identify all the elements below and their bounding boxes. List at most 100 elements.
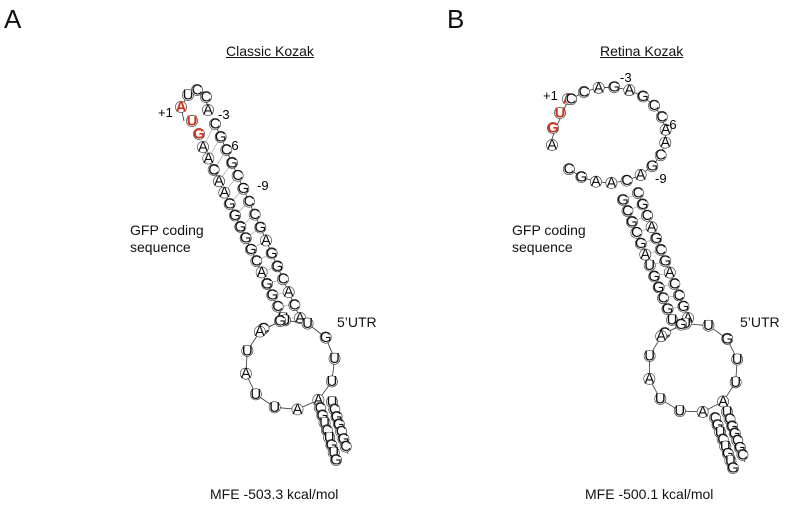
a-top-loop-base: U	[183, 87, 194, 104]
b-stem-left-base-ring	[652, 281, 665, 294]
b-loop-base: A	[644, 370, 654, 387]
a-stem-left-base-ring	[261, 277, 273, 290]
b-stem-left-base-ring	[617, 194, 629, 206]
a-loop-base-ring	[328, 352, 341, 365]
a-top-loop-base: C	[192, 82, 203, 99]
a-loop-base: G	[274, 313, 286, 330]
b-bulge-base: C	[621, 172, 632, 189]
a-start-codon-a-ring	[175, 101, 187, 113]
panel-a-letter: A	[4, 4, 22, 34]
a-pos-minus9: -9	[257, 178, 269, 193]
a-stem-right-base-ring	[282, 286, 295, 299]
b-loop-base-ring	[702, 319, 715, 332]
a-stem-right-base: G	[226, 154, 238, 171]
b-loop-base-ring	[675, 318, 687, 331]
a-stem-left-base: G	[240, 230, 252, 247]
b-bulge-base-ring	[620, 174, 633, 187]
b-stem-left-base-ring	[621, 205, 634, 217]
a-stem-right-base: A	[261, 232, 271, 249]
a-stem-right-base-ring	[254, 221, 267, 234]
b-stem-right-base: A	[665, 264, 675, 281]
b-bulge-base: C	[578, 83, 589, 100]
b-bulge-base-ring	[646, 160, 659, 173]
a-tail-base: C	[329, 401, 340, 418]
a-tail-base-ring	[339, 440, 352, 453]
a-loop-base-ring	[319, 331, 332, 344]
b-stem-right-base: A	[683, 310, 693, 327]
a-top-loop-base-ring	[202, 104, 214, 116]
b-loop-base-ring	[643, 372, 656, 385]
b-bulge-base-ring	[637, 90, 649, 103]
b-tail-base: U	[725, 452, 736, 469]
a-loop-base: G	[320, 329, 332, 346]
a-stem-left-base: G	[224, 196, 236, 213]
b-tail-base: G	[712, 417, 724, 434]
a-tail-base: U	[328, 444, 339, 461]
b-bulge-base-ring	[608, 81, 621, 94]
b-tail-base: C	[732, 432, 743, 449]
b-stem-left-base: U	[644, 257, 655, 274]
b-loop-base: G	[675, 316, 687, 333]
a-stem-left-base-ring	[271, 300, 284, 313]
a-loop-base: U	[302, 315, 313, 332]
b-bulge-base-ring	[648, 99, 660, 112]
a-stem-left-base-ring	[239, 232, 252, 245]
b-stem-right-base-ring	[650, 232, 663, 245]
a-top-loop-base: C	[201, 89, 212, 106]
b-loop-base-ring	[643, 350, 656, 362]
b-bulge-base: C	[649, 97, 660, 114]
b-stem-left-base: G	[626, 213, 638, 230]
a-stem-right-base-ring	[214, 131, 227, 143]
a-tail-base: U	[324, 429, 335, 446]
a-tail-base: G	[330, 452, 342, 469]
a-stem-right-base: C	[289, 297, 300, 314]
a-stem-right-base: G	[271, 258, 283, 275]
b-loop-base-ring	[721, 332, 734, 345]
panel-a-title: Classic Kozak	[226, 43, 314, 59]
a-stem-right-base-ring	[248, 208, 261, 221]
a-start-codon-g-ring	[193, 128, 205, 140]
a-tail-base: C	[340, 438, 351, 455]
b-bulge-base-ring	[634, 169, 647, 181]
a-top-loop-base-ring	[182, 89, 194, 101]
a-start-codon-u-ring	[186, 115, 198, 127]
a-tail-base-ring	[330, 454, 342, 466]
b-start-codon-g-ring	[547, 122, 559, 134]
b-start-codon-g: G	[547, 120, 559, 137]
b-stem-left-base-ring	[648, 270, 661, 283]
b-loop-base: U	[732, 351, 743, 368]
b-pos-minus9: -9	[655, 171, 667, 186]
a-stem-right-base: C	[249, 206, 260, 223]
b-stem-left-base-ring	[661, 303, 674, 315]
a-start-codon-g: G	[193, 126, 205, 143]
b-loop-base: A	[698, 403, 708, 420]
panel-a-coding-label: GFP coding sequence	[130, 222, 204, 255]
a-loop-base-ring	[249, 388, 262, 401]
a-stem-left-base: A	[214, 173, 224, 190]
a-loop-base: U	[250, 386, 261, 403]
a-stem-left-base: G	[229, 207, 241, 224]
a-stem-left-backbone	[202, 146, 284, 319]
b-loop-base-ring	[655, 330, 668, 343]
a-stem-left-base: A	[219, 184, 229, 201]
a-pos-plus1: +1	[158, 105, 173, 120]
b-bulge-base: C	[564, 161, 575, 178]
b-loop-base-ring	[729, 376, 742, 389]
a-loop-base-ring	[291, 403, 304, 416]
b-bulge-base: A	[624, 82, 634, 99]
a-loop-base: A	[241, 365, 251, 382]
b-loop-base-ring	[731, 353, 744, 366]
b-bulge-base: A	[606, 174, 616, 191]
b-bulge-base-ring	[589, 175, 602, 188]
b-stem-left-base: G	[617, 192, 629, 209]
a-tail-base: C	[336, 423, 347, 440]
b-tail-base: G	[734, 439, 746, 456]
a-stem-right-base-ring	[243, 195, 255, 208]
b-loop-base-ring	[673, 405, 686, 417]
b-tail-base: C	[710, 410, 721, 427]
a-tail-base: G	[333, 416, 345, 433]
b-bulge-base-ring	[623, 84, 636, 97]
b-stem-right-base: C	[669, 275, 680, 292]
b-stem-left-base-ring	[626, 215, 638, 228]
a-stem-left-base: C	[208, 161, 219, 178]
